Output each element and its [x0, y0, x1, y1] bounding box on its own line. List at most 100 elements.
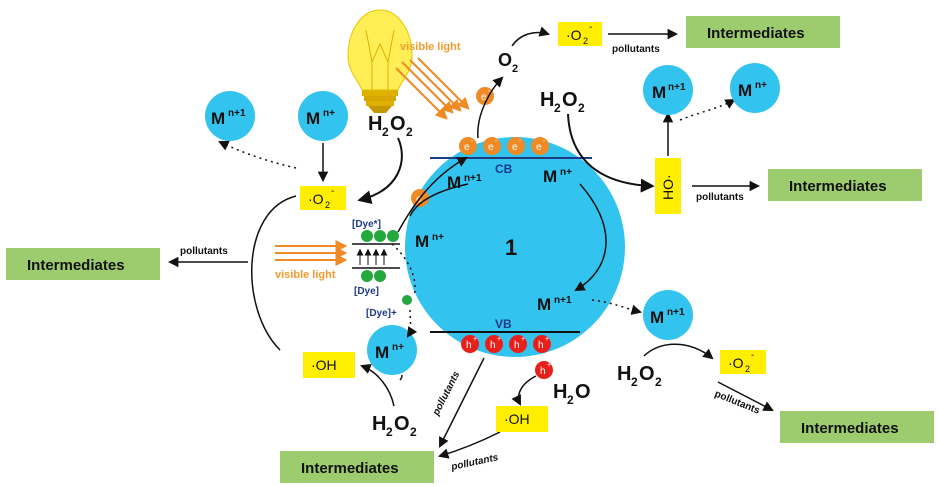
arrow-h2o-to-oh-bottom [511, 375, 537, 406]
svg-text:-: - [589, 22, 592, 33]
metal-inside-cb-n: M n+ [543, 167, 572, 186]
svg-text:2: 2 [406, 125, 413, 139]
svg-text:h: h [514, 340, 520, 351]
dotted-arrow-mn1-to-mn-top [679, 98, 736, 121]
svg-text:M: M [650, 308, 664, 327]
svg-text:n+: n+ [323, 108, 335, 119]
arrow-dye-to-cb [397, 156, 468, 233]
superoxide-box-top [558, 22, 602, 46]
svg-text:2: 2 [386, 425, 393, 439]
svg-text:n+1: n+1 [554, 295, 572, 306]
light-bulb-icon [347, 9, 413, 113]
h2o2-bottom-left: H 2 O 2 [372, 413, 417, 439]
arrow-mn-to-mn1-inside [574, 183, 607, 292]
arrow-vb-to-intermediates [439, 357, 485, 448]
catalyst-label: 1 [505, 235, 517, 260]
intermediates-label: Intermediates [707, 25, 805, 42]
dye-cation-dot [402, 295, 412, 305]
svg-text:2: 2 [567, 393, 574, 407]
dye-ground-dot [374, 270, 386, 282]
svg-text:-: - [471, 138, 474, 145]
svg-text:2: 2 [578, 101, 585, 115]
dye-cation-label: [Dye]+ [366, 308, 397, 319]
intermediates-label: Intermediates [789, 178, 887, 195]
intermediates-box-bottom [280, 451, 434, 483]
svg-text:M: M [543, 167, 557, 186]
superoxide-label-right: ·O 2 - [728, 350, 754, 374]
svg-text:H: H [372, 413, 386, 435]
visible-light-label-left: visible light [275, 269, 336, 281]
visible-light-label-top: visible light [400, 41, 461, 53]
svg-text:n+: n+ [560, 167, 572, 178]
electron: e - [483, 137, 501, 155]
h2o2-bottom-right: H 2 O 2 [617, 363, 662, 389]
svg-text:n+1: n+1 [668, 82, 686, 93]
svg-text:O: O [575, 381, 591, 403]
svg-text:n+: n+ [755, 80, 767, 91]
svg-text:·O: ·O [566, 27, 582, 43]
dotted-mn1-to-mn1-outside [591, 299, 643, 315]
svg-text:H: H [540, 89, 554, 111]
arrow-mn1-inside-left [409, 183, 469, 217]
visible-light-arrows-top [395, 57, 470, 120]
svg-text:-: - [519, 138, 522, 145]
svg-text:M: M [652, 83, 666, 102]
arrow-o2-to-superoxide [511, 26, 551, 47]
svg-text:2: 2 [745, 364, 750, 374]
svg-text:e: e [536, 142, 542, 153]
dye-ground-label: [Dye] [354, 286, 379, 297]
arrow-oh-bottom-to-intermediates [437, 431, 501, 459]
svg-text:2: 2 [655, 375, 662, 389]
svg-text:-: - [488, 88, 491, 95]
connector-tick [399, 374, 403, 381]
hydroxyl-box-bottom [496, 406, 548, 432]
svg-text:h: h [490, 340, 496, 351]
arrow-h2o2-to-superoxide-left [357, 137, 403, 205]
svg-text:O: O [394, 413, 410, 435]
svg-text:·O: ·O [308, 191, 324, 207]
superoxide-box-right [720, 350, 766, 374]
pollutants-label: pollutants [612, 44, 660, 55]
svg-text:2: 2 [382, 125, 389, 139]
metal-inside-vb-n1: M n+1 [537, 295, 572, 314]
curve-left-connector [251, 195, 297, 351]
metal-top-right-n: M n+ [730, 63, 780, 113]
svg-text:e: e [481, 92, 487, 103]
arrow-h2o2-to-superoxide-right [643, 343, 714, 360]
svg-text:M: M [306, 109, 320, 128]
svg-text:h: h [466, 340, 472, 351]
svg-text:-: - [331, 186, 334, 197]
dye-excited-label: [Dye*] [352, 219, 381, 230]
h2o2-top-left: H 2 O 2 [368, 113, 413, 139]
svg-text:M: M [537, 295, 551, 314]
svg-text:2: 2 [410, 425, 417, 439]
svg-text:-: - [543, 138, 546, 145]
svg-text:-: - [751, 350, 754, 361]
electron: e - [531, 137, 549, 155]
dye-excited-dot [387, 230, 399, 242]
hole: h + [509, 335, 527, 353]
dotted-dye-to-cation [391, 243, 416, 297]
svg-text:O: O [639, 363, 655, 385]
svg-text:n+1: n+1 [667, 307, 685, 318]
hydroxyl-label-vertical: HO· [660, 174, 676, 200]
metal-top-left-n: M n+ [298, 91, 348, 141]
catalyst-sphere [405, 137, 625, 357]
intermediates-box-right [768, 169, 922, 201]
intermediates-label: Intermediates [27, 257, 125, 274]
svg-text:H: H [368, 113, 382, 135]
svg-text:O: O [498, 50, 512, 70]
svg-text:e: e [488, 142, 494, 153]
hole: h + [485, 335, 503, 353]
intermediates-label: Intermediates [801, 420, 899, 437]
svg-text:e: e [464, 142, 470, 153]
hole: h + [533, 335, 551, 353]
svg-text:e: e [512, 142, 518, 153]
intermediates-label: Intermediates [301, 460, 399, 477]
svg-text:n+: n+ [392, 342, 404, 353]
metal-inside-dye-n: M n+ [415, 232, 444, 251]
dye-ground-dot [361, 270, 373, 282]
hole-escaped: h + [535, 361, 553, 379]
